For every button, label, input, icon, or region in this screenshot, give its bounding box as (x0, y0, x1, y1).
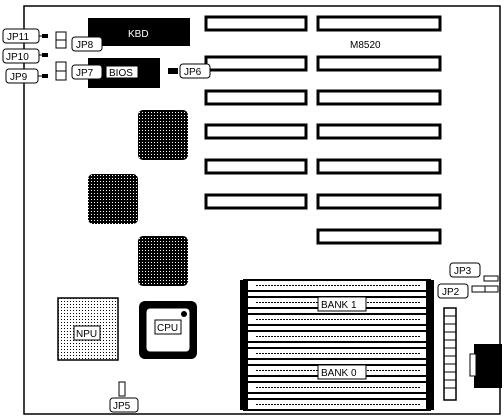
expansion-slot (316, 193, 442, 210)
keyboard-connector-inner (469, 353, 477, 377)
jp8-label-box (71, 36, 103, 52)
keyboard-connector (474, 344, 502, 388)
jp8-label: JP8 (76, 40, 94, 51)
jp3-label-box (449, 262, 481, 278)
kbd-label-box (126, 27, 154, 39)
cpu-pin1-marker (181, 311, 187, 317)
bank1-label: BANK 1 (321, 300, 357, 311)
jp2-label: JP2 (442, 287, 460, 298)
jp7-label-box (71, 64, 103, 80)
expansion-slot (204, 123, 308, 140)
jp5-label-box (109, 397, 139, 413)
expansion-slot (316, 55, 442, 72)
expansion-slot (204, 193, 308, 210)
power-connector-pins (444, 315, 456, 389)
bios-label: BIOS (109, 68, 133, 79)
jp11-label: JP11 (7, 32, 29, 43)
chipset-chip (138, 236, 188, 286)
npu-label-box (73, 325, 101, 341)
simm-end (240, 280, 248, 410)
expansion-slot (316, 89, 442, 106)
jp2-label-box (437, 283, 469, 299)
jp10-label: JP10 (6, 52, 29, 63)
expansion-slot (316, 123, 442, 140)
jp7-label: JP7 (76, 68, 94, 79)
npu-label: NPU (76, 329, 97, 340)
kbd-label: KBD (128, 29, 149, 40)
chipset-chip (88, 174, 138, 224)
expansion-slot (316, 158, 442, 175)
simm-end (426, 280, 434, 410)
power-connector (443, 307, 457, 401)
expansion-slot (204, 55, 308, 72)
jumper-jp9-pins (42, 74, 48, 78)
bios-label-box (105, 65, 139, 79)
jumper-jp5-pins (118, 381, 126, 397)
bank0-label: BANK 0 (321, 368, 357, 379)
jumper-blocks-left (42, 31, 178, 81)
expansion-slots-left (204, 15, 308, 210)
jumper-jp11-pins (42, 34, 48, 38)
jp5-label: JP5 (113, 401, 131, 412)
expansion-slot (204, 89, 308, 106)
jp6-label: JP6 (184, 67, 202, 78)
board-model-label: M8520 (350, 40, 381, 51)
expansion-slots-right (316, 15, 442, 245)
jp10-label-box (2, 48, 40, 64)
cpu-label-box (154, 319, 182, 335)
jumper-jp6-pins (168, 68, 178, 74)
jp6-label-box (179, 63, 211, 79)
expansion-slot (316, 15, 442, 32)
chipset-chip (138, 110, 188, 160)
bank0-label-box (317, 364, 367, 380)
expansion-slot (204, 15, 308, 32)
jp3-label: JP3 (454, 266, 472, 277)
expansion-slot (316, 228, 442, 245)
jumper-jp10-pins (42, 53, 48, 57)
cpu-label: CPU (157, 323, 178, 334)
bank1-label-box (317, 296, 367, 312)
jumper-labels: JP11 JP10 JP9 JP8 JP7 JP6 JP3 JP2 JP5 (2, 28, 499, 413)
jumper-jp3-pins (483, 275, 499, 282)
jp9-label: JP9 (10, 72, 28, 83)
expansion-slot (204, 158, 308, 175)
